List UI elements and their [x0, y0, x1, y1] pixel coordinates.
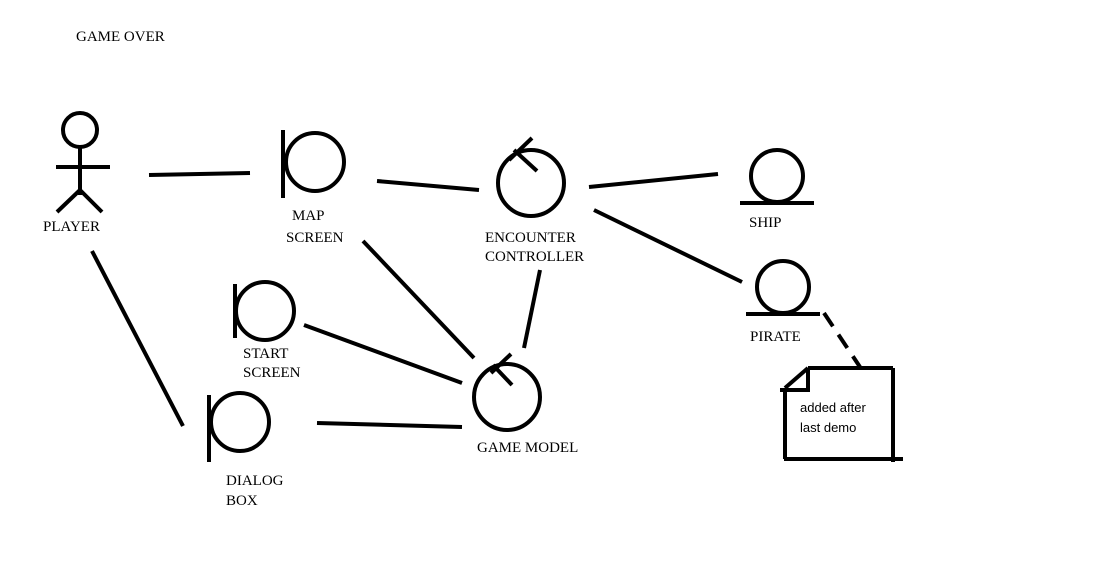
- pirate-label: PIRATE: [750, 329, 801, 345]
- start-screen-label-line2: SCREEN: [243, 365, 301, 381]
- player-map-screen-link: [148, 171, 251, 177]
- encounter-ship-link: [588, 172, 719, 189]
- dialog-box-label-line2: BOX: [226, 493, 258, 509]
- map-screen-label-line1: MAP: [292, 208, 325, 224]
- game-model-label: GAME MODEL: [477, 440, 579, 456]
- encounter-controller-control-icon: [496, 136, 566, 218]
- start-screen-label-line1: START: [243, 346, 289, 362]
- game-model-control-icon: [472, 352, 542, 432]
- ship-entity-icon: [740, 148, 814, 205]
- page-title: GAME OVER: [76, 29, 165, 45]
- actor-icon: [55, 111, 110, 214]
- start-screen-game-model-link: [303, 323, 463, 385]
- encounter-pirate-link: [593, 208, 743, 284]
- map-screen-boundary-icon: [281, 130, 346, 198]
- encounter-controller-label-line2: CONTROLLER: [485, 249, 585, 265]
- player-label: PLAYER: [43, 219, 100, 235]
- player-dialog-box-link: [90, 250, 185, 427]
- dialog-box-game-model-link: [316, 421, 463, 429]
- encounter-game-model-link: [522, 269, 542, 349]
- map-screen-encounter-link: [376, 179, 480, 192]
- map-screen-game-model-link: [361, 239, 476, 360]
- pirate-note-dashed-link: [822, 311, 862, 369]
- encounter-controller-label-line1: ENCOUNTER: [485, 230, 576, 246]
- dialog-box-boundary-icon: [207, 391, 271, 462]
- pirate-entity-icon: [746, 259, 820, 316]
- ship-label: SHIP: [749, 215, 782, 231]
- dialog-box-label-line1: DIALOG: [226, 473, 284, 489]
- start-screen-boundary-icon: [233, 280, 296, 342]
- map-screen-label-line2: SCREEN: [286, 230, 344, 246]
- note-icon: [780, 366, 903, 462]
- association-lines: [90, 171, 862, 429]
- note-text-line2: last demo: [800, 420, 857, 435]
- note-text-line1: added after: [800, 400, 866, 415]
